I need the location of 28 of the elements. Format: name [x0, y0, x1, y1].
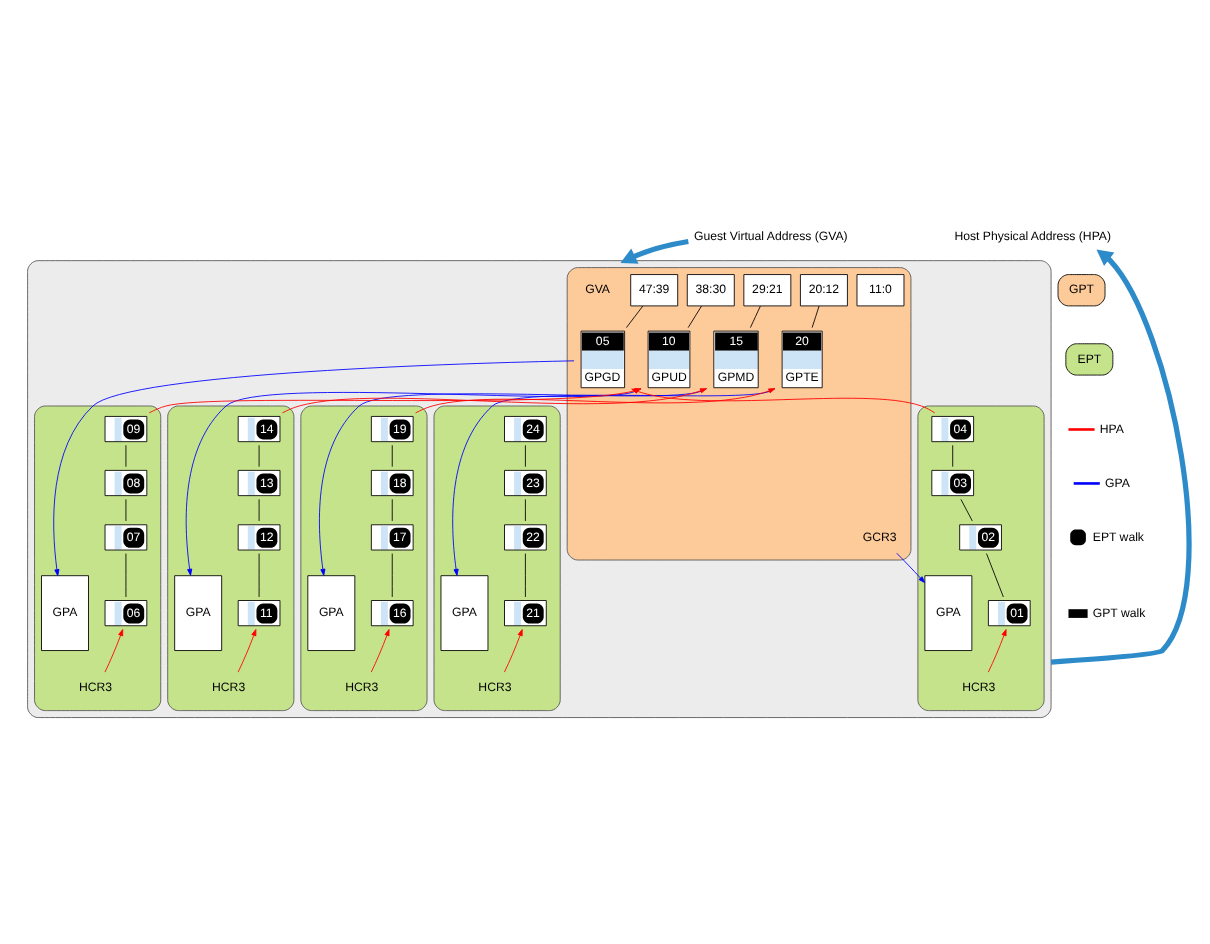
connector [952, 443, 954, 467]
arrow [104, 628, 124, 672]
connector [986, 552, 1004, 597]
cluster [300, 404, 428, 711]
arrow [620, 237, 689, 263]
cluster [27, 259, 1052, 717]
cluster [167, 404, 295, 711]
arrow [370, 628, 390, 672]
connector [391, 552, 393, 597]
arrow [987, 628, 1007, 672]
arrow [53, 359, 575, 576]
connector [524, 552, 526, 597]
cluster [34, 404, 162, 711]
connector [626, 304, 644, 328]
cluster [433, 404, 561, 711]
connector [391, 443, 393, 467]
connector [687, 304, 702, 328]
connector [749, 304, 761, 328]
arrow [503, 628, 523, 672]
connector [960, 497, 973, 521]
connector [391, 497, 393, 521]
connector [811, 304, 820, 328]
connector [524, 443, 526, 467]
cluster [566, 266, 912, 560]
arrow [237, 628, 257, 672]
arrow [896, 551, 926, 583]
arrow [1050, 248, 1192, 664]
connector [524, 497, 526, 521]
